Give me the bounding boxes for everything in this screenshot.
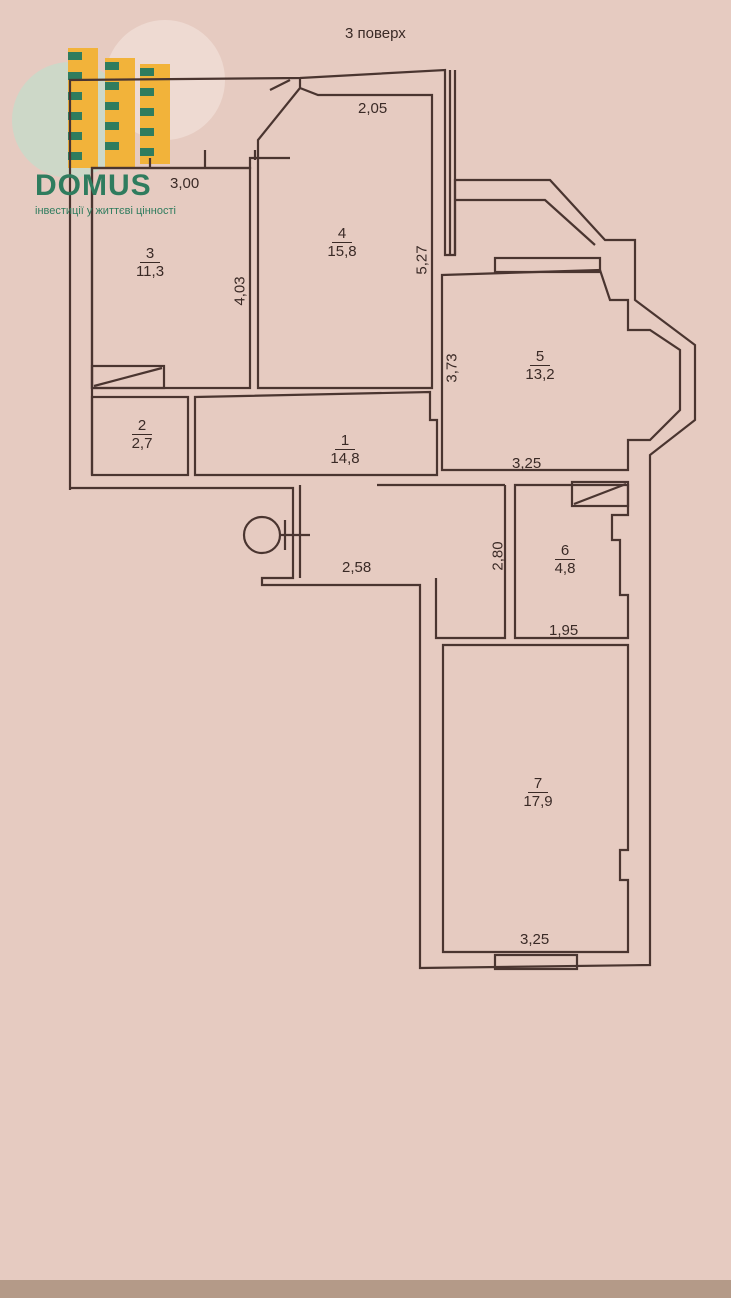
- room-3: [90, 166, 252, 390]
- floor-title: 3 поверх: [345, 25, 406, 42]
- logo-wordmark: DOMUS: [35, 169, 152, 202]
- riser-circle: [242, 515, 282, 555]
- logo-tagline: інвестиції у життєві цінності: [35, 205, 176, 217]
- room-2: [90, 395, 190, 477]
- dim-hall-height: 2,80: [489, 541, 507, 571]
- dim-hall-width: 2,58: [342, 559, 372, 576]
- dim-room3-height: 4,03: [231, 276, 249, 306]
- closet: [90, 364, 166, 390]
- room-7: [441, 643, 630, 954]
- outer-wall: [68, 68, 697, 970]
- dim-room3-width: 3,00: [170, 175, 200, 192]
- dim-room5-height: 3,73: [443, 353, 461, 383]
- dim-room6-width: 1,95: [549, 622, 579, 639]
- logo: [8, 40, 238, 160]
- logo-graphic: [12, 20, 225, 178]
- room-1: [193, 390, 439, 477]
- dim-room7-width: 3,25: [520, 931, 550, 948]
- dim-room4-height: 5,27: [413, 245, 431, 275]
- table-surface: [0, 1280, 731, 1298]
- dim-room4-width: 2,05: [358, 100, 388, 117]
- dim-room5-width: 3,25: [512, 455, 542, 472]
- room-5: [440, 268, 682, 472]
